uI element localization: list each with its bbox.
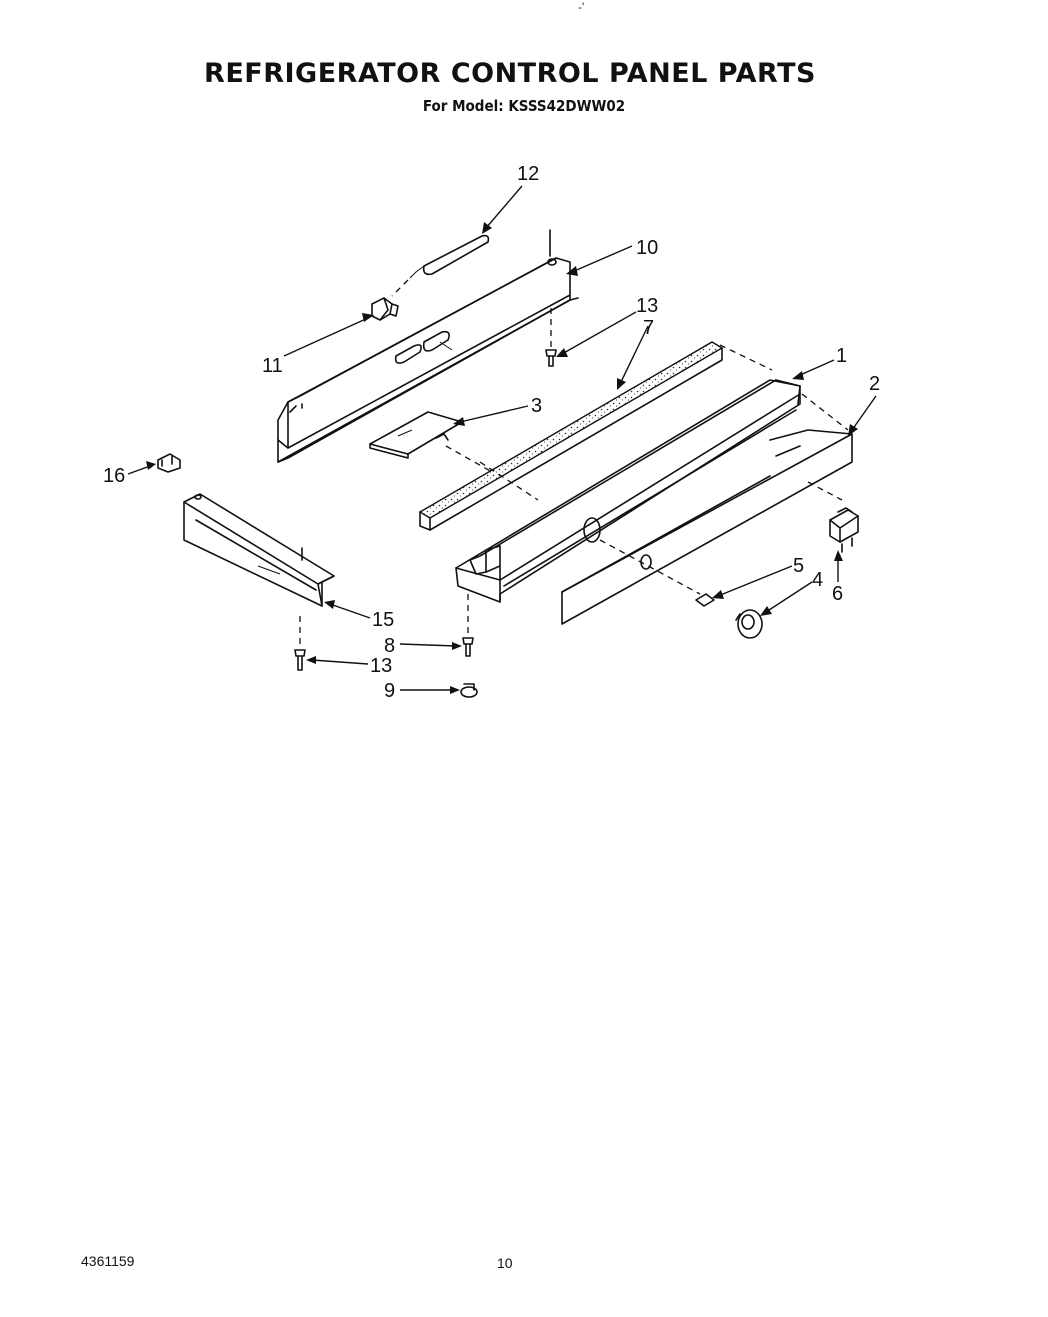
part-8-screw [462, 594, 474, 657]
document-number: 4361159 [81, 1253, 135, 1269]
part-6-switch [829, 507, 859, 553]
callout-1: 1 [836, 345, 847, 367]
callout-5: 5 [793, 555, 804, 577]
part-13-lower-screw [294, 649, 306, 671]
callout-15: 15 [372, 609, 394, 631]
callout-6: 6 [832, 583, 843, 605]
callout-11: 11 [262, 355, 283, 377]
callout-16: 16 [103, 465, 125, 487]
page-title: REFRIGERATOR CONTROL PANEL PARTS [204, 58, 816, 89]
part-16-clip [157, 453, 181, 473]
part-9-foot [460, 683, 478, 698]
callout-3: 3 [531, 395, 542, 417]
callout-8: 8 [384, 635, 395, 657]
part-10-rear-bracket [277, 229, 579, 463]
top-mark: -' [578, 0, 585, 14]
part-11-clip [371, 297, 399, 321]
part-2-front-trim [561, 429, 853, 625]
part-7-foam-strip [418, 341, 724, 531]
part-13-upper-screw [545, 308, 557, 367]
callout-4: 4 [812, 569, 823, 591]
model-subtitle: For Model: KSSS42DWW02 [422, 97, 626, 115]
page-number: 10 [497, 1255, 513, 1271]
callout-9: 9 [384, 680, 395, 702]
part-5-contact [695, 593, 715, 607]
part-15-end-bracket [183, 493, 335, 648]
callout-13-upper: 13 [636, 295, 658, 317]
part-4-knob [735, 609, 763, 639]
leader-lines [127, 185, 877, 694]
part-3-plate [369, 411, 493, 473]
callout-10: 10 [636, 237, 658, 259]
callout-7: 7 [643, 317, 654, 339]
callout-12: 12 [517, 163, 539, 185]
callout-13-lower: 13 [370, 655, 392, 677]
callout-2: 2 [869, 373, 880, 395]
part-12-sensor [391, 234, 490, 297]
part-1-housing [455, 344, 849, 603]
